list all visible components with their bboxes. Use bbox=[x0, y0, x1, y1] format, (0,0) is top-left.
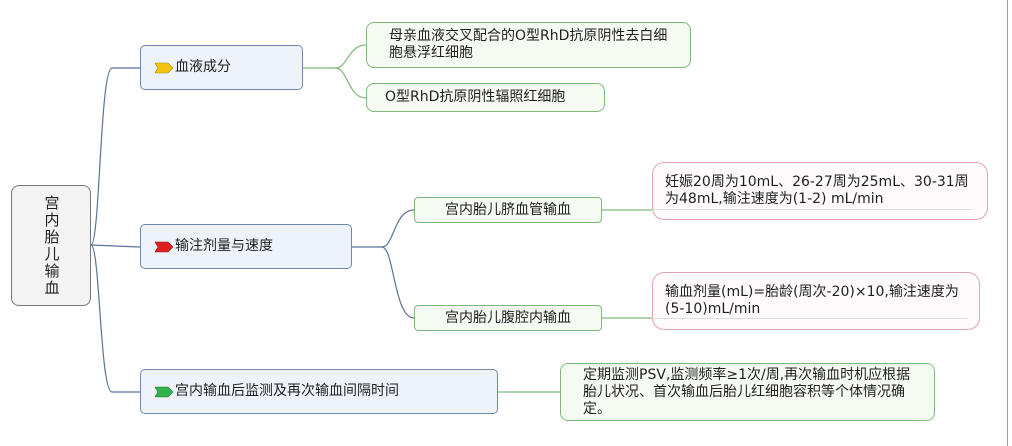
page-edge-line bbox=[1007, 0, 1008, 446]
branch-1-to-leaf-1 bbox=[303, 44, 367, 69]
detail-text: 妊娠20周为10mL、26-27周为25mL、30-31周为48mL,输注速度为… bbox=[665, 174, 969, 207]
sub-intraperitoneal-transfusion[interactable]: 宫内胎儿腹腔内输血 bbox=[414, 305, 602, 331]
branch-2-to-sub-1 bbox=[352, 209, 415, 248]
leaf-blood-component-1[interactable]: 母亲血液交叉配合的O型RhD抗原阴性去白细胞悬浮红细胞 bbox=[366, 22, 691, 68]
detail-intraperitoneal-dose[interactable]: 输血剂量(mL)=胎龄(周次-20)×10,输注速度为(5-10)mL/min bbox=[652, 272, 980, 330]
leaf-text: O型RhD抗原阴性辐照红细胞 bbox=[385, 89, 566, 105]
yellow-arrow-flag-icon bbox=[155, 62, 173, 73]
leaf-monitoring-detail[interactable]: 定期监测PSV,监测频率≥1次/周,再次输血时机应根据胎儿状况、首次输血后胎儿红… bbox=[560, 363, 935, 421]
leaf-text: 母亲血液交叉配合的O型RhD抗原阴性去白细胞悬浮红细胞 bbox=[389, 28, 668, 61]
root-to-branch-1 bbox=[90, 67, 140, 246]
red-arrow-flag-icon bbox=[155, 241, 173, 252]
green-arrow-flag-icon bbox=[155, 386, 173, 397]
detail-umbilical-dose[interactable]: 妊娠20周为10mL、26-27周为25mL、30-31周为48mL,输注速度为… bbox=[652, 162, 988, 220]
branch-1-to-leaf-2 bbox=[334, 67, 367, 99]
leaf-text: 定期监测PSV,监测频率≥1次/周,再次输血时机应根据胎儿状况、首次输血后胎儿红… bbox=[583, 366, 911, 417]
root-to-branch-2 bbox=[90, 244, 141, 248]
sub-label: 宫内胎儿脐血管输血 bbox=[445, 201, 571, 218]
branch-blood-components[interactable]: 血液成分 bbox=[140, 45, 303, 90]
detail-text: 输血剂量(mL)=胎龄(周次-20)×10,输注速度为(5-10)mL/min bbox=[665, 284, 959, 317]
sub-label: 宫内胎儿腹腔内输血 bbox=[445, 309, 571, 326]
root-to-branch-3 bbox=[90, 244, 140, 393]
branch-monitoring[interactable]: 宫内输血后监测及再次输血间隔时间 bbox=[140, 369, 498, 414]
detail-underline bbox=[652, 209, 972, 210]
sub-umbilical-transfusion[interactable]: 宫内胎儿脐血管输血 bbox=[414, 197, 602, 223]
root-label: 宫内胎儿输血 bbox=[42, 194, 61, 297]
branch-label: 输注剂量与速度 bbox=[175, 238, 273, 254]
root-node[interactable]: 宫内胎儿输血 bbox=[11, 185, 91, 306]
branch-label: 宫内输血后监测及再次输血间隔时间 bbox=[175, 383, 399, 399]
branch-2-to-sub-2 bbox=[381, 246, 415, 319]
branch-label: 血液成分 bbox=[175, 59, 231, 75]
branch-dose-and-rate[interactable]: 输注剂量与速度 bbox=[140, 224, 352, 269]
leaf-blood-component-2[interactable]: O型RhD抗原阴性辐照红细胞 bbox=[366, 83, 605, 112]
detail-underline bbox=[652, 318, 967, 319]
